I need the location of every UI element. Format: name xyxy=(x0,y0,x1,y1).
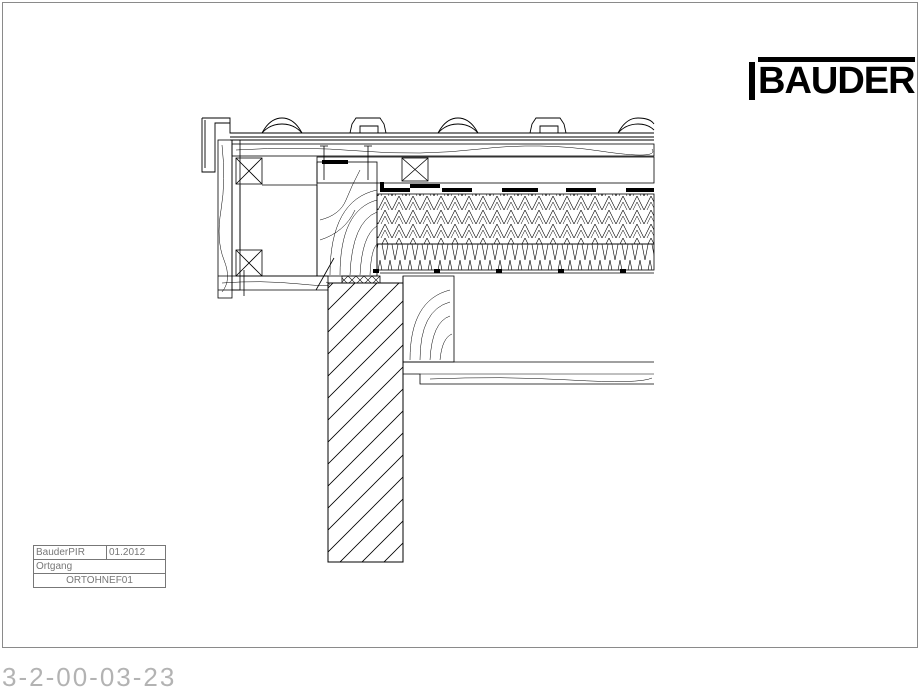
ceiling-boards xyxy=(218,272,654,385)
title-block: BauderPIR 01.2012 Ortgang ORTOHNEF01 xyxy=(33,545,166,588)
sealing-membrane xyxy=(322,160,654,273)
title-block-row-product: BauderPIR 01.2012 xyxy=(34,546,165,560)
drawing-date: 01.2012 xyxy=(109,547,146,558)
roof-tiles xyxy=(201,117,655,173)
drawing-description: Ortgang xyxy=(36,561,73,572)
pir-insulation-panel xyxy=(376,193,655,271)
drawing-code: ORTOHNEF01 xyxy=(66,575,133,586)
drawing-sheet-frame xyxy=(2,2,918,648)
fasteners xyxy=(243,145,372,296)
title-block-row-description: Ortgang xyxy=(34,560,165,574)
bauder-logo: BAUDER xyxy=(749,57,916,100)
roof-board-layers xyxy=(217,139,655,299)
masonry-wall xyxy=(327,275,404,563)
drawing-number: 3-2-00-03-23 xyxy=(2,662,177,692)
product-name: BauderPIR xyxy=(34,546,107,559)
logo-wordmark: BAUDER xyxy=(758,57,916,100)
logo-bar-mark xyxy=(749,62,755,100)
title-block-row-code: ORTOHNEF01 xyxy=(34,574,165,587)
